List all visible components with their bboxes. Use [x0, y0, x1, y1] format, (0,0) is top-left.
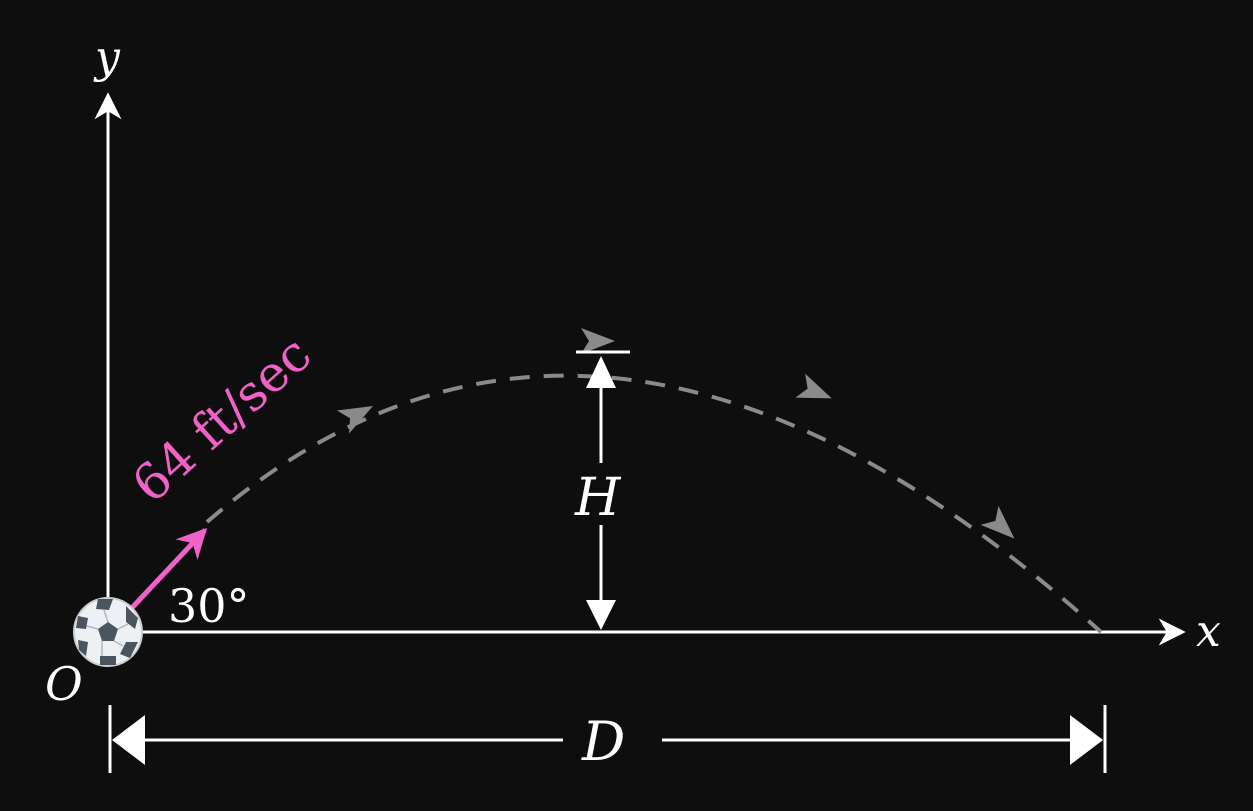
trajectory-arrow-2 — [581, 328, 615, 354]
y-axis-label: y — [93, 32, 121, 83]
angle-label: 30° — [168, 579, 250, 633]
velocity-label: 64 ft/sec — [121, 325, 322, 514]
x-axis-label: x — [1196, 606, 1221, 657]
trajectory-arrow-3 — [795, 373, 832, 399]
trajectory-arrow-1 — [336, 406, 374, 434]
trajectory-path — [205, 373, 1103, 634]
trajectory-arrow-4 — [980, 505, 1015, 539]
height-label: H — [574, 468, 622, 528]
distance-label: D — [581, 710, 625, 773]
origin-label: O — [45, 657, 83, 711]
distance-dimension — [108, 705, 1107, 773]
soccer-ball-icon — [73, 597, 143, 667]
velocity-vector — [126, 527, 208, 614]
height-dimension — [576, 350, 630, 630]
